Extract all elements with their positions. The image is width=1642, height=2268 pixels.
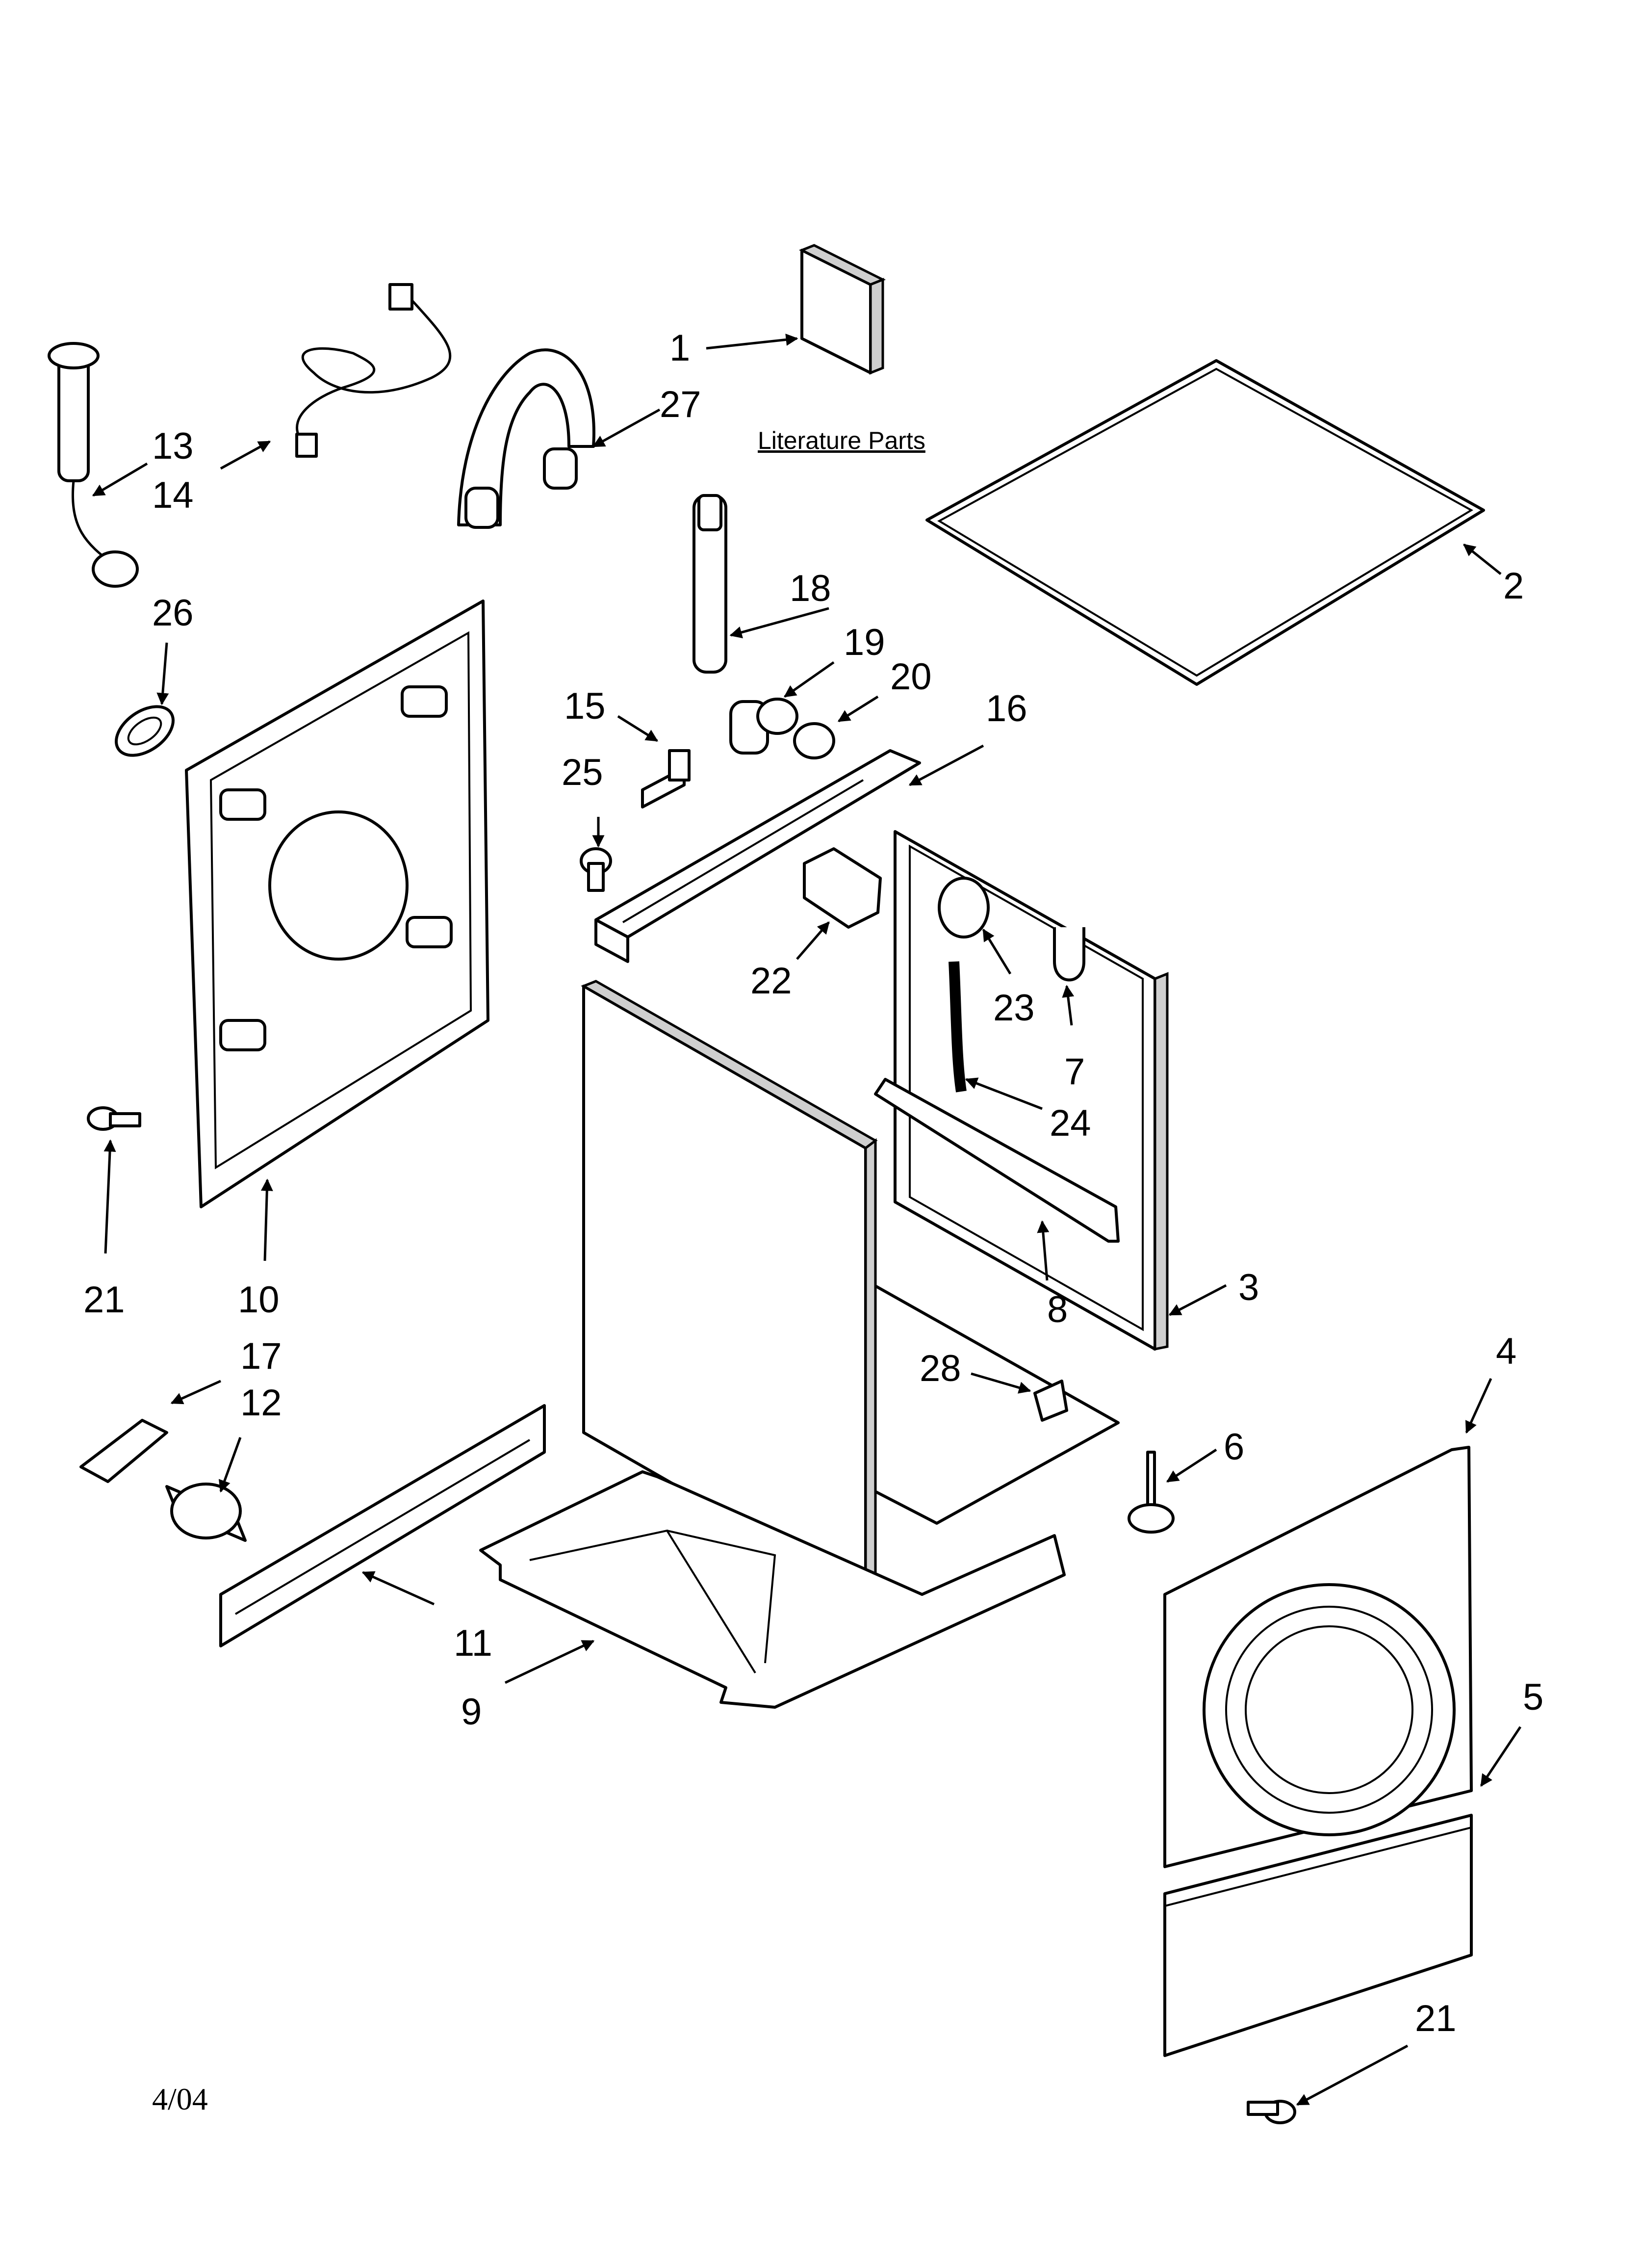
literature-booklet: [798, 244, 886, 375]
callout-21-front: 21: [1415, 1998, 1457, 2039]
callout-8: 8: [1047, 1289, 1068, 1330]
toe-panel: [1163, 1814, 1473, 2057]
callout-7: 7: [1064, 1051, 1085, 1093]
callout-13: 13: [152, 425, 194, 467]
power-cord: [295, 283, 452, 458]
hose-clip: [1053, 927, 1085, 982]
top-gasket: [925, 359, 1485, 686]
callout-27: 27: [660, 384, 701, 425]
callout-24: 24: [1050, 1102, 1091, 1144]
callout-14: 14: [152, 474, 194, 516]
callout-22: 22: [750, 960, 792, 1002]
callout-9: 9: [461, 1691, 482, 1733]
clip: [79, 1419, 168, 1483]
callout-labels: 1 2 3 4 5 6 7 8 9 10 11 12 13 14 15 16 1…: [83, 327, 1543, 2039]
clip-28: [1033, 1380, 1068, 1422]
leveling-leg: [1128, 1451, 1175, 1534]
callout-21-rear: 21: [83, 1279, 125, 1321]
callout-28: 28: [920, 1348, 961, 1389]
switch: [803, 847, 882, 929]
cabinet: [581, 830, 1169, 1597]
callout-3: 3: [1238, 1267, 1259, 1308]
hose-guide: [457, 348, 595, 529]
callout-15: 15: [564, 685, 606, 727]
literature-parts-label: Literature Parts: [758, 427, 925, 454]
callout-12: 12: [240, 1382, 282, 1424]
screw-21-rear: [87, 1106, 141, 1131]
callout-17: 17: [240, 1335, 282, 1377]
callout-11: 11: [454, 1622, 492, 1664]
callout-1: 1: [669, 327, 690, 369]
top-frame-strip: [594, 749, 921, 963]
screw-25: [580, 847, 612, 892]
grommet: [115, 705, 175, 757]
callout-23: 23: [993, 987, 1035, 1029]
callout-6: 6: [1224, 1426, 1244, 1468]
callout-19: 19: [844, 622, 885, 663]
cross-brace: [874, 1078, 1120, 1243]
tube: [949, 961, 967, 1093]
fitting: [165, 1483, 247, 1542]
callout-16: 16: [986, 688, 1027, 730]
callout-26: 26: [152, 592, 194, 634]
bracket: [641, 749, 691, 808]
leader-arrows: [92, 333, 1522, 2106]
base-strip: [219, 1404, 546, 1647]
rear-panel: [185, 600, 489, 1208]
callout-25: 25: [562, 752, 603, 793]
callout-20: 20: [890, 656, 932, 698]
base-pan: [479, 1470, 1066, 1709]
front-panel: [1163, 1446, 1473, 1868]
date-code: 4/04: [152, 2082, 208, 2116]
screw-21-front: [1247, 2100, 1296, 2124]
callout-4: 4: [1496, 1330, 1516, 1372]
callout-10: 10: [238, 1279, 280, 1321]
elbow: [729, 698, 798, 755]
callout-5: 5: [1523, 1676, 1543, 1718]
callout-2: 2: [1503, 565, 1524, 607]
inlet-hose: [48, 342, 139, 588]
callout-18: 18: [790, 568, 831, 609]
drain-hose: [693, 494, 727, 674]
pressure-switch: [938, 877, 990, 938]
hose-clamp: [793, 722, 835, 759]
